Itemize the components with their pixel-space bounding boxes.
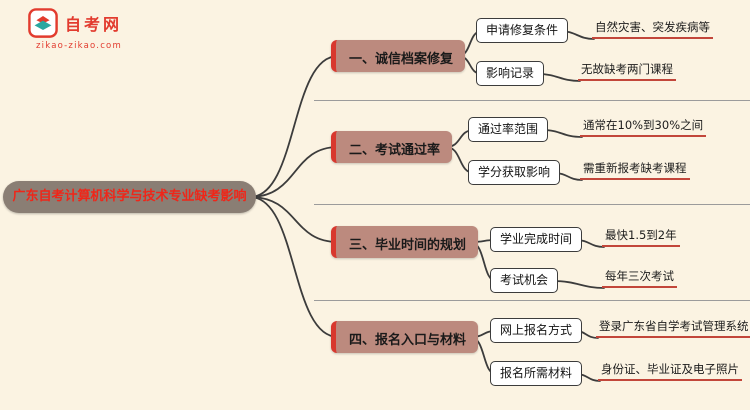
subtopic-pass-rate-range: 通过率范围 xyxy=(468,117,549,142)
branch-credit-repair: 一、诚信档案修复 xyxy=(331,40,466,72)
leaf-completion-time: 最快1.5到2年 xyxy=(602,226,680,247)
subtopic-required-materials: 报名所需材料 xyxy=(490,361,583,386)
subtopic-online-registration: 网上报名方式 xyxy=(490,318,583,343)
subtopic-repair-conditions: 申请修复条件 xyxy=(476,18,569,43)
leaf-repair-conditions: 自然灾害、突发疾病等 xyxy=(592,18,713,39)
logo-title: 自考网 xyxy=(65,15,123,34)
zikao-logo-icon xyxy=(28,8,58,38)
subtopic-completion-time: 学业完成时间 xyxy=(490,227,583,252)
branch-registration: 四、报名入口与材料 xyxy=(331,321,479,353)
leaf-record-impact: 无故缺考两门课程 xyxy=(578,60,676,81)
leaf-credit-impact: 需重新报考缺考课程 xyxy=(580,159,690,180)
subtopic-record-impact: 影响记录 xyxy=(476,61,545,86)
subtopic-exam-chances: 考试机会 xyxy=(490,268,559,293)
leaf-online-registration: 登录广东省自学考试管理系统 xyxy=(596,317,750,338)
subtopic-credit-impact: 学分获取影响 xyxy=(468,160,561,185)
leaf-required-materials: 身份证、毕业证及电子照片 xyxy=(598,360,742,381)
branch-graduation-plan: 三、毕业时间的规划 xyxy=(331,226,479,258)
logo: 自考网 zikao-zikao.com xyxy=(28,8,122,51)
logo-domain: zikao-zikao.com xyxy=(36,41,122,51)
root-topic: 广东自考计算机科学与技术专业缺考影响 xyxy=(3,181,256,213)
leaf-exam-chances: 每年三次考试 xyxy=(602,267,677,288)
branch-pass-rate: 二、考试通过率 xyxy=(331,131,453,163)
leaf-pass-rate-range: 通常在10%到30%之间 xyxy=(580,116,707,137)
